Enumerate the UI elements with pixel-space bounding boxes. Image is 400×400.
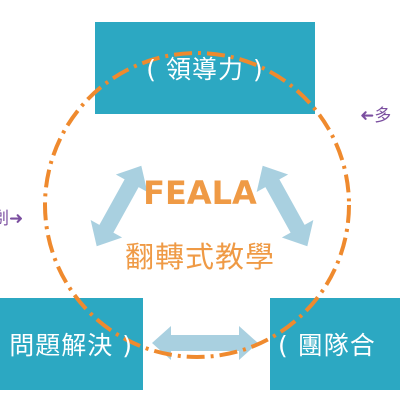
center-subtitle: 翻轉式教學 bbox=[124, 240, 275, 274]
side-label-left-text: 剃 bbox=[0, 209, 9, 229]
arrow-left-icon: ➜ bbox=[360, 106, 375, 126]
dashed-cycle-circle bbox=[43, 51, 351, 359]
side-label-right: ➜多 bbox=[360, 101, 391, 126]
side-label-left: 剃➜ bbox=[0, 204, 23, 229]
node-left-label: 問題解決 ) bbox=[9, 331, 133, 360]
arrow-right-icon: ➜ bbox=[9, 209, 24, 229]
node-left-box bbox=[0, 298, 143, 390]
node-right-label: ( 團隊合 bbox=[278, 331, 376, 360]
node-top-box bbox=[95, 22, 315, 114]
arrow-top-left bbox=[90, 165, 148, 247]
arrow-bottom bbox=[152, 326, 258, 360]
side-label-right-text: 多 bbox=[374, 106, 392, 126]
node-right-box bbox=[270, 298, 400, 390]
node-top-label: ( 領導力 ) bbox=[146, 55, 264, 84]
center-title: FEALA bbox=[143, 174, 257, 212]
arrow-top-right bbox=[256, 165, 314, 247]
